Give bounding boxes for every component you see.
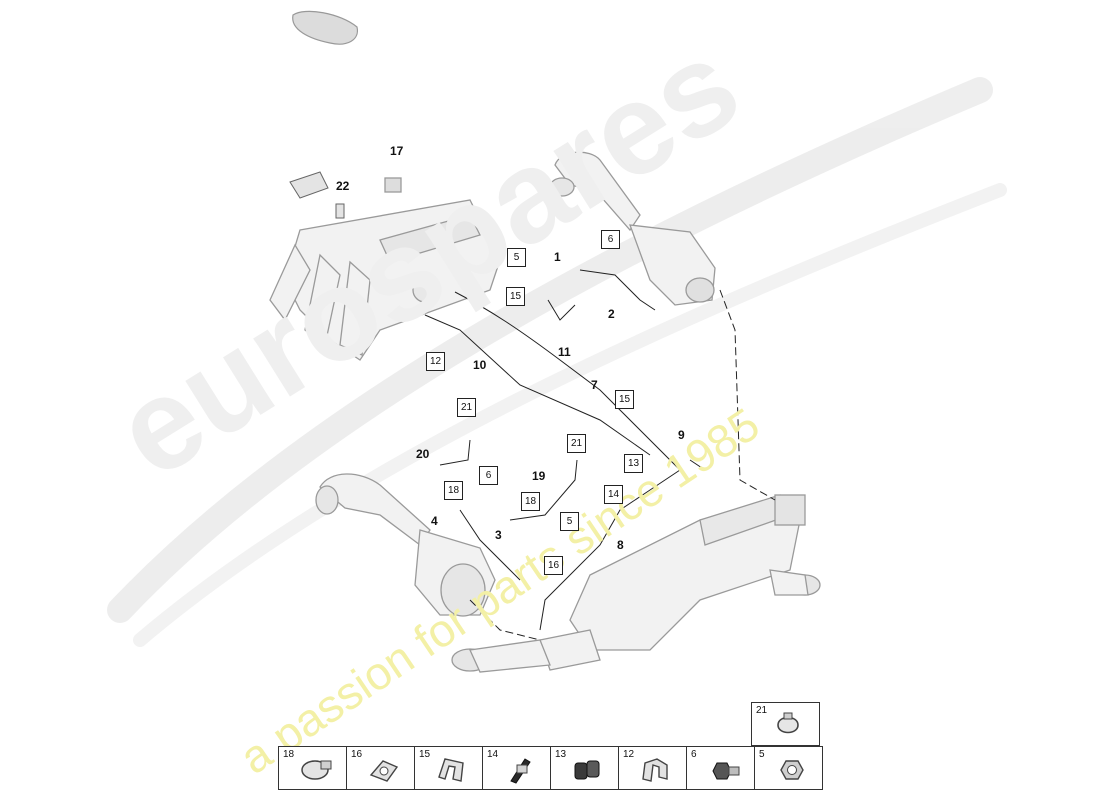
bent-clip-icon (438, 758, 464, 782)
hex-nut-icon (780, 760, 804, 780)
legend-cell-15: 15 (414, 746, 483, 790)
legend-cell-5: 5 (754, 746, 823, 790)
boxed-label-15-top: 15 (506, 287, 525, 306)
intake-manifold (269, 177, 501, 361)
rear-catalytic-converter (315, 473, 496, 617)
legend-number-18: 18 (283, 749, 295, 760)
callout-10: 10 (473, 358, 487, 372)
boxed-label-5-top: 5 (507, 248, 526, 267)
legend-number-12: 12 (623, 749, 635, 760)
callout-11: 11 (558, 345, 571, 359)
boxed-label-16: 16 (544, 556, 563, 575)
legend-number-6: 6 (691, 749, 697, 760)
legend-number-16: 16 (351, 749, 363, 760)
boxed-label-6-top: 6 (601, 230, 620, 249)
gasket-icon (292, 10, 358, 45)
boxed-label-18-mid: 18 (521, 492, 540, 511)
legend-number-15: 15 (419, 749, 431, 760)
rear-silencer (451, 494, 821, 673)
cable-tie-icon (510, 758, 531, 784)
legend-number-13: 13 (555, 749, 567, 760)
boxed-label-6-mid: 6 (479, 466, 498, 485)
boxed-label-21-mid: 21 (567, 434, 586, 453)
boxed-label-15-mid: 15 (615, 390, 634, 409)
pipe-holder-icon (642, 758, 668, 782)
boxed-label-14: 14 (604, 485, 623, 504)
legend-cell-18: 18 (278, 746, 347, 790)
callout-22: 22 (336, 179, 350, 193)
legend-cell-12: 12 (618, 746, 687, 790)
callout-9: 9 (678, 428, 685, 442)
legend-number-5: 5 (759, 749, 765, 760)
legend-cell-13: 13 (550, 746, 619, 790)
legend-cell-14: 14 (482, 746, 551, 790)
legend-cell-21: 21 (751, 702, 820, 746)
callout-1: 1 (554, 250, 561, 264)
callout-19: 19 (532, 469, 546, 483)
legend-cell-16: 16 (346, 746, 415, 790)
dashed-assembly-lines (469, 289, 776, 641)
callout-7: 7 (591, 378, 598, 392)
spring-clamp-icon (777, 712, 799, 734)
callout-3: 3 (495, 528, 502, 542)
callout-4: 4 (431, 514, 438, 528)
watermark-swoosh (107, 77, 1007, 647)
legend-number-21: 21 (756, 705, 768, 716)
hose-clamp-icon (301, 760, 332, 780)
callout-2: 2 (608, 307, 615, 321)
front-turbo-pipe (549, 151, 716, 306)
boxed-label-18-left: 18 (444, 481, 463, 500)
boxed-label-21-left: 21 (457, 398, 476, 417)
callout-8: 8 (617, 538, 624, 552)
boxed-label-13: 13 (624, 454, 643, 473)
callout-17: 17 (390, 144, 404, 158)
leader-lines (424, 269, 706, 631)
boxed-label-5-mid: 5 (560, 512, 579, 531)
boxed-label-12: 12 (426, 352, 445, 371)
callout-20: 20 (416, 447, 430, 461)
bracket-22 (289, 171, 345, 219)
legend-cell-6: 6 (686, 746, 755, 790)
bracket-clip-icon (369, 760, 399, 782)
legend-number-14: 14 (487, 749, 499, 760)
threaded-sensor-icon (712, 762, 740, 780)
double-clip-icon (574, 760, 600, 780)
